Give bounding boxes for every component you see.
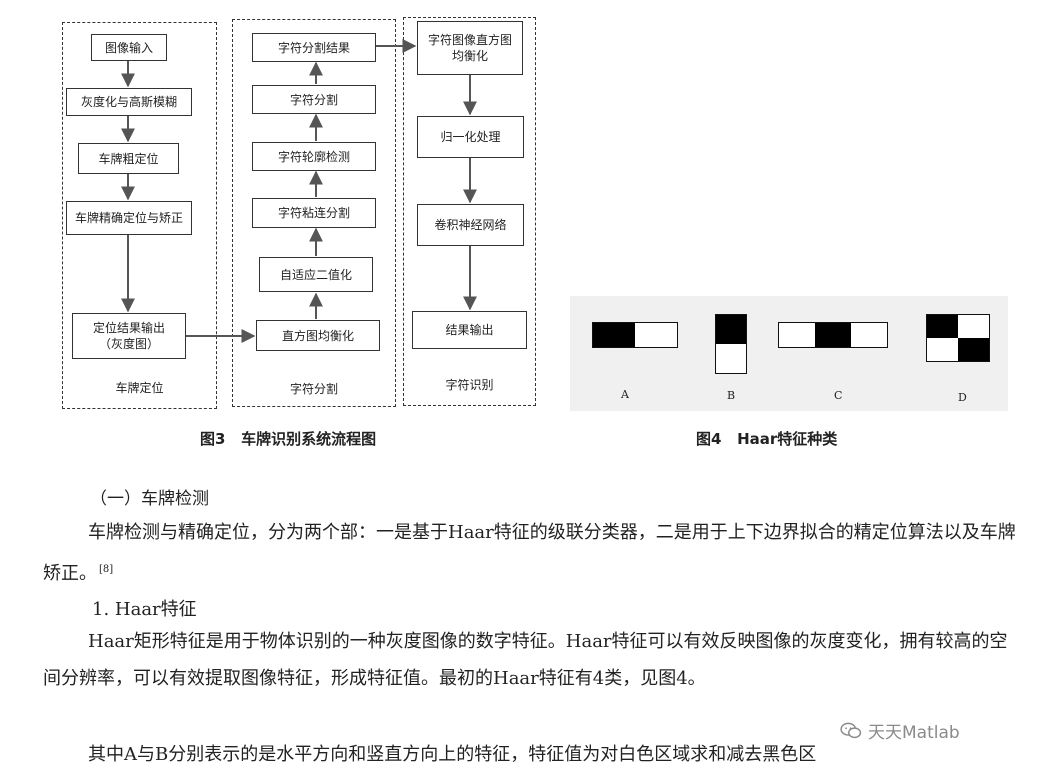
box-contour-detect: 字符轮廓检测: [252, 142, 376, 171]
citation-ref: [8]: [99, 564, 114, 575]
box-locate-output: 定位结果输出 （灰度图）: [72, 313, 186, 359]
watermark-text: 天天Matlab: [868, 723, 960, 743]
box-adaptive-binarize: 自适应二值化: [259, 257, 373, 292]
box-result-output: 结果输出: [412, 311, 527, 349]
box-grayscale-blur: 灰度化与高斯模糊: [66, 88, 192, 116]
group-recognition-frame: [403, 17, 536, 406]
haar-feature-c: [778, 322, 888, 348]
group-segmentation-frame: [232, 19, 396, 407]
box-coarse-locate: 车牌粗定位: [78, 143, 179, 174]
group-label-localization: 车牌定位: [115, 381, 164, 395]
haar-feature-d: [926, 314, 990, 362]
group-label-segmentation: 字符分割: [289, 382, 338, 396]
haar-label-d: D: [958, 391, 967, 404]
paragraph-3: 其中A与B分别表示的是水平方向和竖直方向上的特征，特征值为对白色区域求和减去黑色…: [88, 744, 817, 765]
haar-feature-b: [715, 314, 747, 374]
group-localization-frame: [62, 22, 217, 409]
paragraph-1-text: 车牌检测与精确定位，分为两个部：一是基于Haar特征的级联分类器，二是用于上下边…: [43, 522, 1016, 584]
box-histogram-eq: 直方图均衡化: [256, 320, 380, 351]
figure-4-panel: A B C D: [570, 296, 1008, 411]
box-char-hist-eq: 字符图像直方图 均衡化: [417, 21, 523, 75]
paragraph-1: 车牌检测与精确定位，分为两个部：一是基于Haar特征的级联分类器，二是用于上下边…: [43, 514, 1018, 592]
haar-label-a: A: [621, 388, 629, 401]
figure-3-caption: 图3 车牌识别系统流程图: [200, 430, 377, 448]
box-cnn: 卷积神经网络: [417, 204, 524, 246]
group-label-recognition: 字符识别: [445, 378, 494, 392]
box-image-input: 图像输入: [91, 34, 167, 61]
box-fine-locate: 车牌精确定位与矫正: [66, 201, 192, 235]
box-split-result: 字符分割结果: [252, 33, 376, 62]
paragraph-2: Haar矩形特征是用于物体识别的一种灰度图像的数字特征。Haar特征可以有效反映…: [43, 631, 1008, 689]
section-heading: （一）车牌检测: [90, 489, 209, 509]
haar-feature-a: [592, 322, 678, 348]
wechat-icon: [840, 722, 862, 738]
haar-label-c: C: [834, 389, 843, 402]
figure-4-caption: 图4 Haar特征种类: [696, 430, 838, 448]
sub-heading: 1. Haar特征: [92, 599, 197, 620]
haar-label-b: B: [727, 389, 736, 402]
box-normalize: 归一化处理: [417, 116, 524, 158]
watermark: 天天Matlab: [836, 718, 964, 743]
box-char-merge-split: 字符粘连分割: [252, 198, 376, 228]
box-char-split: 字符分割: [252, 85, 376, 114]
